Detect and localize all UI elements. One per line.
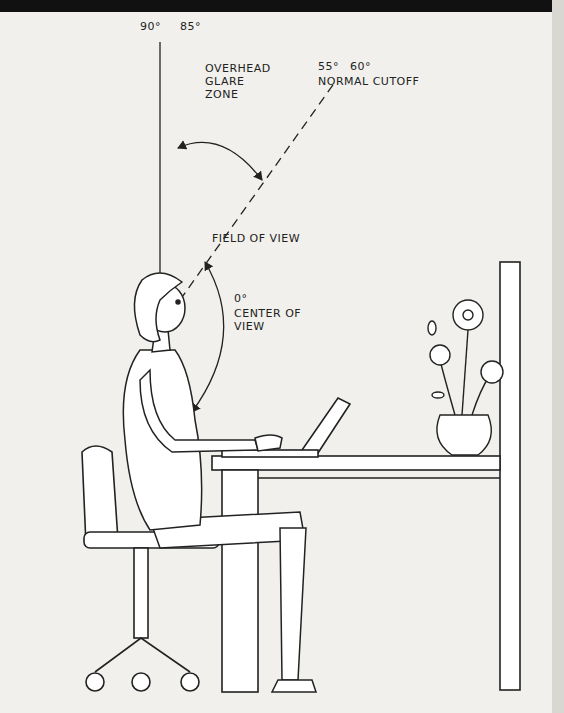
chair-post bbox=[134, 548, 148, 638]
flower-vase bbox=[428, 300, 503, 455]
annotation-label: CENTER OF VIEW bbox=[234, 307, 304, 333]
annotation-label: 85° bbox=[180, 20, 201, 33]
flower bbox=[430, 345, 450, 365]
chair-wheel bbox=[181, 673, 199, 691]
top-bar bbox=[0, 0, 564, 12]
stem bbox=[462, 330, 468, 415]
flower bbox=[481, 361, 503, 383]
view-arc bbox=[192, 262, 224, 412]
glare-arc bbox=[178, 142, 262, 180]
annotation-label: NORMAL CUTOFF bbox=[318, 75, 438, 88]
annotation-label: FIELD OF VIEW bbox=[212, 232, 342, 245]
chair-wheel bbox=[132, 673, 150, 691]
annotation-label: 0° bbox=[234, 292, 248, 305]
arm bbox=[140, 370, 258, 452]
eye bbox=[176, 300, 180, 304]
partition-panel bbox=[500, 262, 520, 690]
lower-leg bbox=[280, 528, 306, 680]
stem bbox=[440, 360, 455, 415]
seated-woman bbox=[123, 273, 316, 692]
desk bbox=[212, 262, 520, 692]
vertical-line bbox=[159, 42, 160, 292]
annotation-label: 55° bbox=[318, 60, 339, 73]
hair bbox=[134, 273, 182, 342]
desk-leg bbox=[222, 470, 258, 692]
desk-top bbox=[212, 456, 500, 470]
laptop-screen bbox=[300, 398, 350, 456]
cutoff-line bbox=[180, 82, 335, 300]
annotation-label: 90° bbox=[140, 20, 161, 33]
annotation-label: 60° bbox=[350, 60, 371, 73]
hand bbox=[255, 435, 282, 451]
chair-wheel bbox=[86, 673, 104, 691]
annotation-label: OVERHEAD GLARE ZONE bbox=[205, 62, 275, 101]
shoe bbox=[272, 680, 316, 692]
desk-edge bbox=[258, 477, 500, 479]
flower-center bbox=[463, 310, 473, 320]
petal bbox=[428, 321, 436, 335]
vase bbox=[437, 415, 491, 455]
leaf bbox=[432, 392, 444, 398]
chair-back bbox=[82, 446, 118, 545]
flower bbox=[453, 300, 483, 330]
chair-base bbox=[95, 638, 190, 672]
edge-shade bbox=[552, 0, 564, 713]
